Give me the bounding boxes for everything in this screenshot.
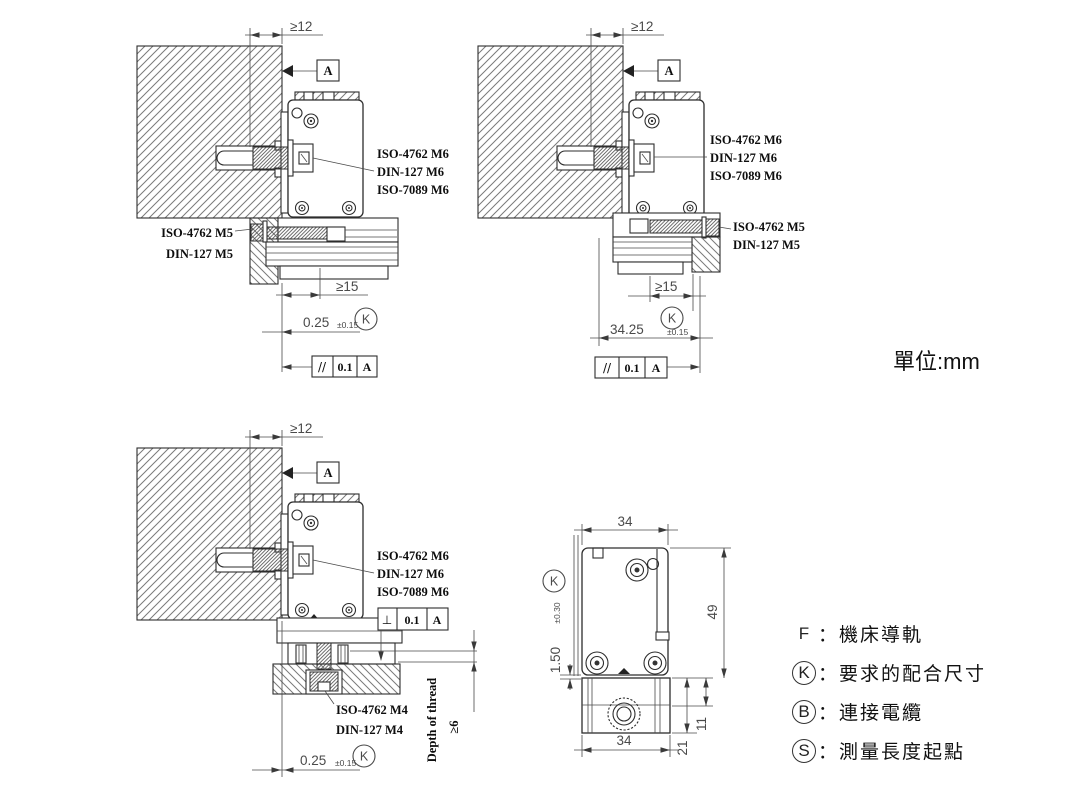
legend-symbol-s: S bbox=[792, 738, 816, 763]
m5-bolt-thread bbox=[649, 219, 703, 234]
fcf-value: 0.1 bbox=[405, 613, 420, 627]
thread-depth-dimension: Depth of thread ≥6 bbox=[425, 630, 477, 762]
encoder-body-front bbox=[581, 547, 669, 676]
view-top-right-side-mount: ≥12 A ISO-4762 M6 DIN-127 M6 ISO-7089 M6… bbox=[478, 19, 805, 379]
scale-body bbox=[612, 236, 693, 263]
legend-symbol-k: K bbox=[792, 660, 816, 685]
parallelism-frame: // 0.1 A bbox=[594, 356, 700, 379]
fcf-symbol: ⊥ bbox=[382, 613, 392, 627]
fcf-value: 0.1 bbox=[338, 360, 353, 374]
legend: F ：機床導軌 K ：要求的配合尺寸 B ：連接電纜 S ：測量長度起點 bbox=[792, 614, 986, 770]
m6-spec-3: ISO-7089 M6 bbox=[377, 183, 449, 197]
legend-symbol-b: B bbox=[792, 699, 816, 724]
fit-symbol: K bbox=[668, 312, 677, 326]
depth-min-value: ≥6 bbox=[447, 720, 461, 733]
dim-cable-offset: 11 bbox=[694, 717, 709, 731]
m4-spec-1: ISO-4762 M4 bbox=[336, 703, 409, 717]
fit-symbol: K bbox=[360, 750, 369, 764]
fcf-datum: A bbox=[363, 360, 372, 374]
legend-item-b: B ：連接電纜 bbox=[792, 692, 986, 731]
dim-gap-tol: ±0.30 bbox=[552, 602, 562, 623]
m5-bolt-thread bbox=[266, 226, 328, 240]
m6-spec-1: ISO-4762 M6 bbox=[710, 133, 782, 147]
scale-unit-assembly bbox=[272, 614, 403, 695]
dim-min12-label: ≥12 bbox=[631, 19, 653, 34]
m5-spec-1: ISO-4762 M5 bbox=[161, 226, 233, 240]
perpendicularity-frame: ⊥ 0.1 A bbox=[377, 607, 449, 661]
dim-gap: 1.50 bbox=[548, 647, 563, 673]
view-front-dimensions: 34 49 ±0.30 1.50 K 34 21 11 bbox=[542, 514, 731, 757]
dim-width-top: 34 bbox=[617, 514, 633, 529]
fit-symbol-circle bbox=[660, 306, 684, 330]
dim-offset-tol: ±0.15 bbox=[667, 327, 688, 337]
datum-letter: A bbox=[323, 64, 332, 78]
fcf-value: 0.1 bbox=[625, 361, 640, 375]
legend-item-k: K ：要求的配合尺寸 bbox=[792, 653, 986, 692]
scale-carriage bbox=[617, 261, 684, 275]
cable-connector bbox=[607, 697, 641, 731]
scale-unit-assembly bbox=[612, 212, 721, 275]
fit-symbol: K bbox=[550, 575, 559, 589]
dim-offset-value: 34.25 bbox=[610, 322, 644, 337]
dim-offset-tol: ±0.15 bbox=[335, 758, 356, 768]
fit-symbol-circle bbox=[352, 744, 376, 768]
reference-mark bbox=[618, 668, 630, 674]
view-top-left-side-mount: ≥12 A ISO-4762 M6 DIN-127 M6 ISO-7089 M6… bbox=[137, 19, 449, 378]
dim-width-bottom: 34 bbox=[616, 733, 632, 748]
fcf-datum: A bbox=[433, 613, 442, 627]
scale-body bbox=[265, 241, 399, 267]
legend-symbol-f: F bbox=[798, 623, 810, 643]
fit-symbol-circle bbox=[354, 307, 378, 331]
datum-letter: A bbox=[664, 64, 673, 78]
dim-min15-label: ≥15 bbox=[336, 279, 358, 294]
scale-carriage bbox=[279, 265, 389, 280]
dim-offset-value: 0.25 bbox=[303, 315, 329, 330]
m6-spec-3: ISO-7089 M6 bbox=[377, 585, 449, 599]
datum-letter: A bbox=[323, 466, 332, 480]
legend-item-f: F ：機床導軌 bbox=[792, 614, 986, 653]
scale-unit-assembly bbox=[249, 217, 399, 285]
parallelism-frame: // 0.1 A bbox=[282, 355, 378, 378]
fit-symbol: K bbox=[362, 313, 371, 327]
support-block bbox=[691, 236, 721, 273]
fcf-symbol: // bbox=[318, 360, 327, 374]
m6-spec-2: DIN-127 M6 bbox=[377, 165, 444, 179]
m6-spec-2: DIN-127 M6 bbox=[710, 151, 777, 165]
m6-spec-1: ISO-4762 M6 bbox=[377, 549, 449, 563]
m5-spec-2: DIN-127 M5 bbox=[166, 247, 233, 261]
dim-height: 49 bbox=[705, 604, 720, 619]
depth-of-thread-label: Depth of thread bbox=[425, 678, 439, 763]
fit-symbol-circle bbox=[542, 569, 566, 593]
m5-spec-2: DIN-127 M5 bbox=[733, 238, 800, 252]
unit-note: 單位:mm bbox=[893, 349, 980, 374]
m6-spec-2: DIN-127 M6 bbox=[377, 567, 444, 581]
m5-bolt-head bbox=[705, 218, 720, 237]
legend-desc-k: ：要求的配合尺寸 bbox=[818, 664, 987, 685]
dim-offset-value: 0.25 bbox=[300, 753, 326, 768]
view-bottom-left-base-mount: ≥12 A ISO-4762 M6 DIN-127 M6 ISO-7089 M6… bbox=[137, 421, 477, 777]
fcf-datum: A bbox=[652, 361, 661, 375]
m6-spec-3: ISO-7089 M6 bbox=[710, 169, 782, 183]
cover-screw-right bbox=[643, 651, 667, 675]
cover-screw-top bbox=[625, 558, 649, 582]
m5-spec-1: ISO-4762 M5 bbox=[733, 220, 805, 234]
legend-desc-b: ：連接電纜 bbox=[818, 703, 924, 724]
legend-item-s: S ：測量長度起點 bbox=[792, 731, 986, 770]
dim-offset-tol: ±0.15 bbox=[337, 320, 358, 330]
cable-channel-foot bbox=[655, 631, 670, 641]
legend-desc-f: ：機床導軌 bbox=[818, 625, 924, 646]
dim-min15-label: ≥15 bbox=[655, 279, 677, 294]
dim-min12-label: ≥12 bbox=[290, 421, 312, 436]
legend-desc-s: ：測量長度起點 bbox=[818, 742, 966, 763]
fcf-symbol: // bbox=[603, 361, 612, 375]
cover-screw-left bbox=[585, 651, 609, 675]
m5-bolt-head bbox=[250, 223, 264, 242]
dim-min12-label: ≥12 bbox=[290, 19, 312, 34]
m4-spec-2: DIN-127 M4 bbox=[336, 723, 404, 737]
dim-scale-height: 21 bbox=[675, 740, 690, 755]
m6-spec-1: ISO-4762 M6 bbox=[377, 147, 449, 161]
